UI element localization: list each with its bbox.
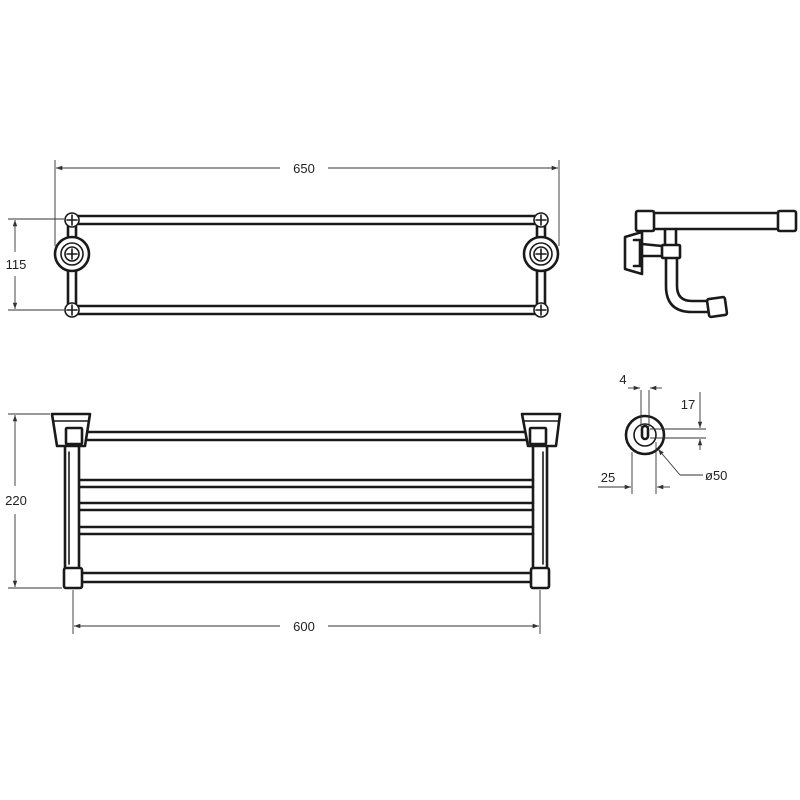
side-support xyxy=(660,227,682,260)
dimension-label-diameter: ø50 xyxy=(705,468,727,483)
screw-heads xyxy=(64,212,549,318)
mount-detail: 4 17 25 ø50 xyxy=(598,372,727,494)
dimension-label-17: 17 xyxy=(681,397,695,412)
dimension-label-115: 115 xyxy=(6,257,27,272)
screw-head-icon xyxy=(533,302,549,318)
side-wall-flange xyxy=(623,230,664,276)
screw-head-icon xyxy=(533,212,549,228)
screw-head-icon xyxy=(64,302,80,318)
dimension-flange-diameter: ø50 xyxy=(657,448,727,483)
dimension-flange-offset: 25 xyxy=(598,442,670,494)
side-top-rail xyxy=(634,209,798,233)
dimension-slot-width: 4 xyxy=(619,372,662,427)
front-view: 220 600 xyxy=(5,412,562,634)
dimension-total-height: 220 xyxy=(5,413,62,589)
dimension-label-4: 4 xyxy=(619,372,626,387)
side-curved-arm xyxy=(664,256,729,319)
front-middle-rails xyxy=(78,478,535,536)
front-top-rail xyxy=(78,430,535,442)
top-right-bracket xyxy=(522,218,560,312)
side-view xyxy=(623,209,798,319)
screw-head-icon xyxy=(64,246,80,262)
dimension-label-25: 25 xyxy=(601,470,615,485)
top-left-bracket xyxy=(53,218,91,312)
mount-flange-circle xyxy=(624,414,666,456)
dimension-slot-offset: 17 xyxy=(650,392,706,450)
top-front-rail xyxy=(70,214,543,226)
dimension-overall-width: 650 xyxy=(54,160,560,246)
top-view: 650 115 xyxy=(6,160,560,318)
top-rear-rail xyxy=(70,304,543,316)
dimension-rail-span: 600 xyxy=(72,590,541,634)
dimension-label-650: 650 xyxy=(293,161,315,176)
front-right-end xyxy=(520,412,562,590)
screw-head-icon xyxy=(64,212,80,228)
screw-head-icon xyxy=(533,246,549,262)
dimension-label-600: 600 xyxy=(293,619,315,634)
front-left-end xyxy=(50,412,92,590)
dimension-bracket-height: 115 xyxy=(6,218,64,311)
dimension-label-220: 220 xyxy=(5,493,27,508)
front-bottom-rail xyxy=(78,571,535,584)
mount-slot xyxy=(640,424,650,441)
